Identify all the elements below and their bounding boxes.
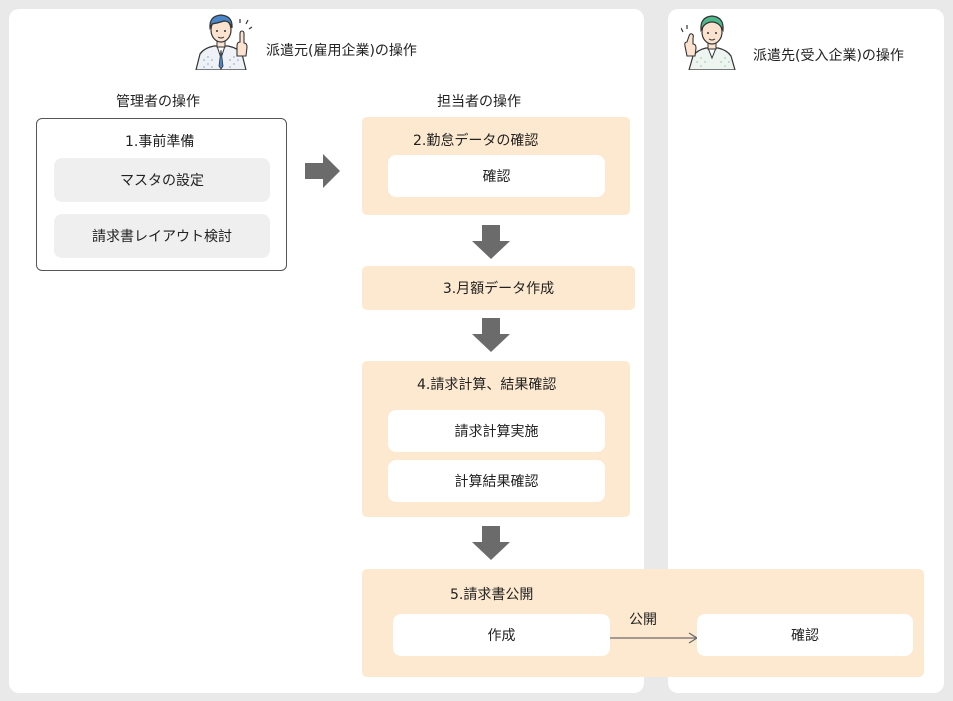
step5-title: 5.請求書公開 xyxy=(450,587,534,603)
step2-item-confirm: 確認 xyxy=(388,155,605,197)
step3-box: 3.月額データ作成 xyxy=(362,266,635,310)
step4-item-run-calculation: 請求計算実施 xyxy=(388,410,605,452)
person-waving-icon xyxy=(680,12,741,71)
admin-heading: 管理者の操作 xyxy=(116,94,200,110)
step1-item-master-settings: マスタの設定 xyxy=(54,158,270,202)
publish-arrow-icon xyxy=(610,629,699,644)
down-arrow-icon xyxy=(472,225,510,259)
down-arrow-icon xyxy=(472,318,510,352)
step1-title: 1.事前準備 xyxy=(125,134,195,150)
down-arrow-icon xyxy=(472,526,510,560)
right-arrow-icon xyxy=(305,153,341,189)
step2-title: 2.勤怠データの確認 xyxy=(413,133,539,149)
person-pointing-icon xyxy=(190,10,253,71)
step1-item-invoice-layout: 請求書レイアウト検討 xyxy=(54,214,270,258)
client-title: 派遣先(受入企業)の操作 xyxy=(753,48,904,64)
step5-item-client-confirm: 確認 xyxy=(697,614,913,656)
step4-title: 4.請求計算、結果確認 xyxy=(417,377,557,393)
step4-item-check-results: 計算結果確認 xyxy=(388,460,605,502)
staff-heading: 担当者の操作 xyxy=(437,94,521,110)
step5-publish-label: 公開 xyxy=(629,612,657,628)
step5-item-create: 作成 xyxy=(393,614,610,656)
dispatcher-title: 派遣元(雇用企業)の操作 xyxy=(266,43,417,59)
